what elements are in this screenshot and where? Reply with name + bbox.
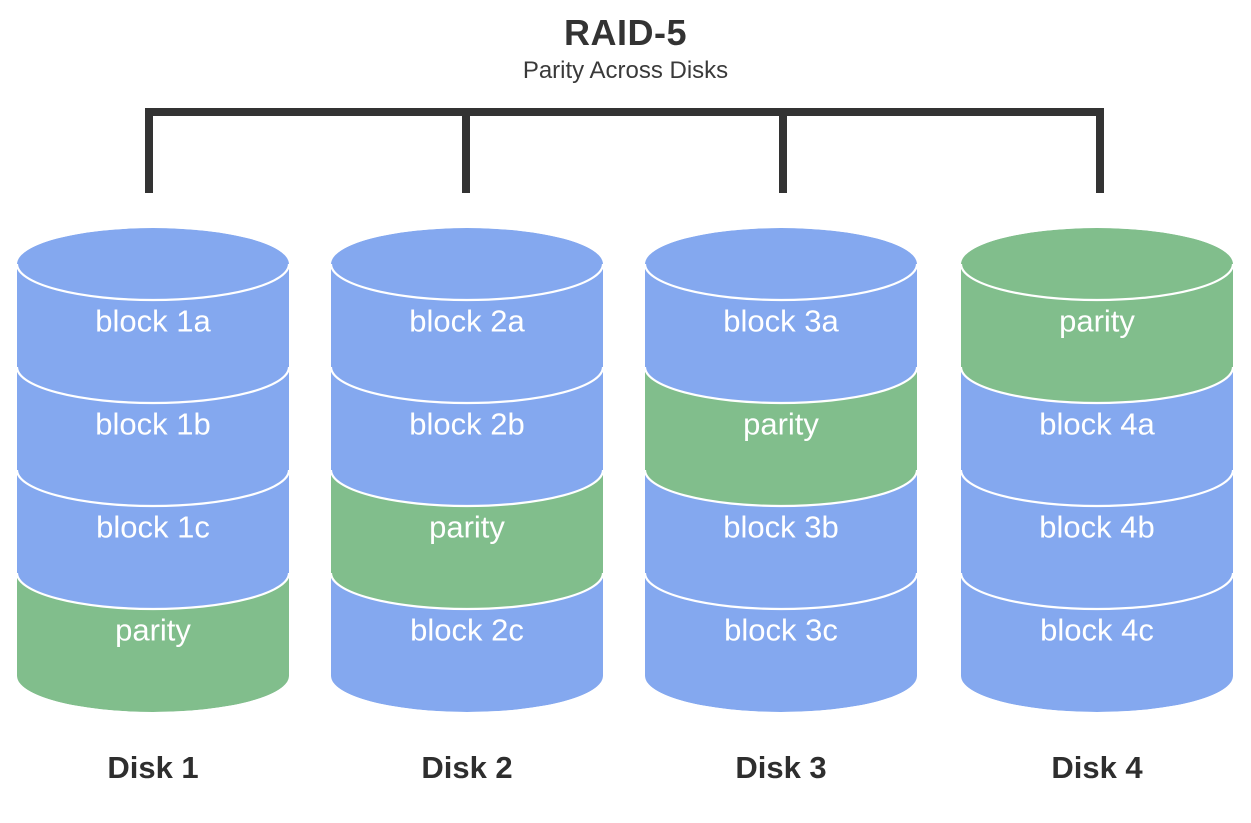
bracket-horizontal-bar	[145, 108, 1104, 116]
disk-3-segment-1-data[interactable]	[645, 264, 917, 403]
disk-3-segment-4-data[interactable]	[645, 573, 917, 712]
bracket-stem-1	[145, 108, 153, 193]
disk-4-segment-1-parity[interactable]	[961, 264, 1233, 403]
disk-4-segment-label-1: parity	[1059, 304, 1135, 339]
disk-4-segment-2-data[interactable]	[961, 367, 1233, 506]
disk-3-segment-label-1: block 3a	[723, 304, 839, 339]
disk-4-segment-label-2: block 4a	[1039, 407, 1155, 442]
disk-2-divider-0	[331, 263, 603, 302]
disk-1-segment-label-4: parity	[115, 613, 191, 648]
disk-3-top-cap	[645, 228, 917, 300]
disk-1-segment-label-2: block 1b	[95, 407, 210, 442]
disk-2-divider-3	[331, 572, 603, 611]
disk-label-2: Disk 2	[421, 750, 513, 785]
disk-4-top-cap	[961, 228, 1233, 300]
disk-2-segment-label-3: parity	[429, 510, 505, 545]
disk-4-segment-4-data[interactable]	[961, 573, 1233, 712]
disk-3-divider-0	[645, 263, 917, 302]
page-subtitle: Parity Across Disks	[522, 57, 729, 84]
bracket-stem-3	[779, 108, 787, 193]
disk-4-divider-2	[961, 469, 1233, 508]
page-title: RAID-5	[563, 12, 687, 53]
bracket-stem-2	[462, 108, 470, 193]
disk-label-3: Disk 3	[735, 750, 827, 785]
disk-3-divider-1	[645, 366, 917, 405]
disk-1-segment-1-data[interactable]	[17, 264, 289, 403]
disk-1-segment-3-data[interactable]	[17, 470, 289, 609]
disk-3-segment-label-4: block 3c	[724, 613, 838, 648]
disk-3-divider-3	[645, 572, 917, 611]
disk-1-segment-2-data[interactable]	[17, 367, 289, 506]
disk-1-divider-2	[17, 469, 289, 508]
disk-2-top-cap	[331, 228, 603, 300]
disk-4-segment-label-4: block 4c	[1040, 613, 1154, 648]
bracket-stem-4	[1096, 108, 1104, 193]
disk-2-segment-2-data[interactable]	[331, 367, 603, 506]
disk-4-segment-label-3: block 4b	[1039, 510, 1154, 545]
disk-3-segment-3-data[interactable]	[645, 470, 917, 609]
disk-3-segment-2-parity[interactable]	[645, 367, 917, 506]
bracket-connector-icon	[145, 108, 1104, 193]
disk-1-divider-3	[17, 572, 289, 611]
disk-label-1: Disk 1	[107, 750, 199, 785]
disk-2-segment-label-1: block 2a	[409, 304, 525, 339]
disk-1-segment-label-1: block 1a	[95, 304, 211, 339]
disk-2-segment-4-data[interactable]	[331, 573, 603, 712]
disk-1-top-cap	[17, 228, 289, 300]
disk-cylinder-4[interactable]: parity block 4a block 4b block 4c	[961, 228, 1233, 712]
disk-2-divider-2	[331, 469, 603, 508]
disk-4-segment-3-data[interactable]	[961, 470, 1233, 609]
disk-2-segment-label-2: block 2b	[409, 407, 524, 442]
disk-3-segment-label-2: parity	[743, 407, 819, 442]
disk-2-segment-3-parity[interactable]	[331, 470, 603, 609]
disk-1-segment-4-parity[interactable]	[17, 573, 289, 712]
disk-label-4: Disk 4	[1051, 750, 1143, 785]
disk-3-segment-label-3: block 3b	[723, 510, 838, 545]
disk-4-divider-3	[961, 572, 1233, 611]
disk-1-segment-label-3: block 1c	[96, 510, 210, 545]
disk-cylinder-1[interactable]: block 1a block 1b block 1c parity	[17, 228, 289, 712]
disk-cylinder-3[interactable]: block 3a parity block 3b block 3c	[645, 228, 917, 712]
disk-cylinder-2[interactable]: block 2a block 2b parity block 2c	[331, 228, 603, 712]
disk-2-segment-label-4: block 2c	[410, 613, 524, 648]
disk-4-divider-0	[961, 263, 1233, 302]
disk-4-divider-1	[961, 366, 1233, 405]
disk-1-divider-1	[17, 366, 289, 405]
disk-1-divider-0	[17, 263, 289, 302]
disk-2-segment-1-data[interactable]	[331, 264, 603, 403]
disk-3-divider-2	[645, 469, 917, 508]
disk-2-divider-1	[331, 366, 603, 405]
diagram-heading: RAID-5 Parity Across Disks	[0, 12, 1251, 86]
